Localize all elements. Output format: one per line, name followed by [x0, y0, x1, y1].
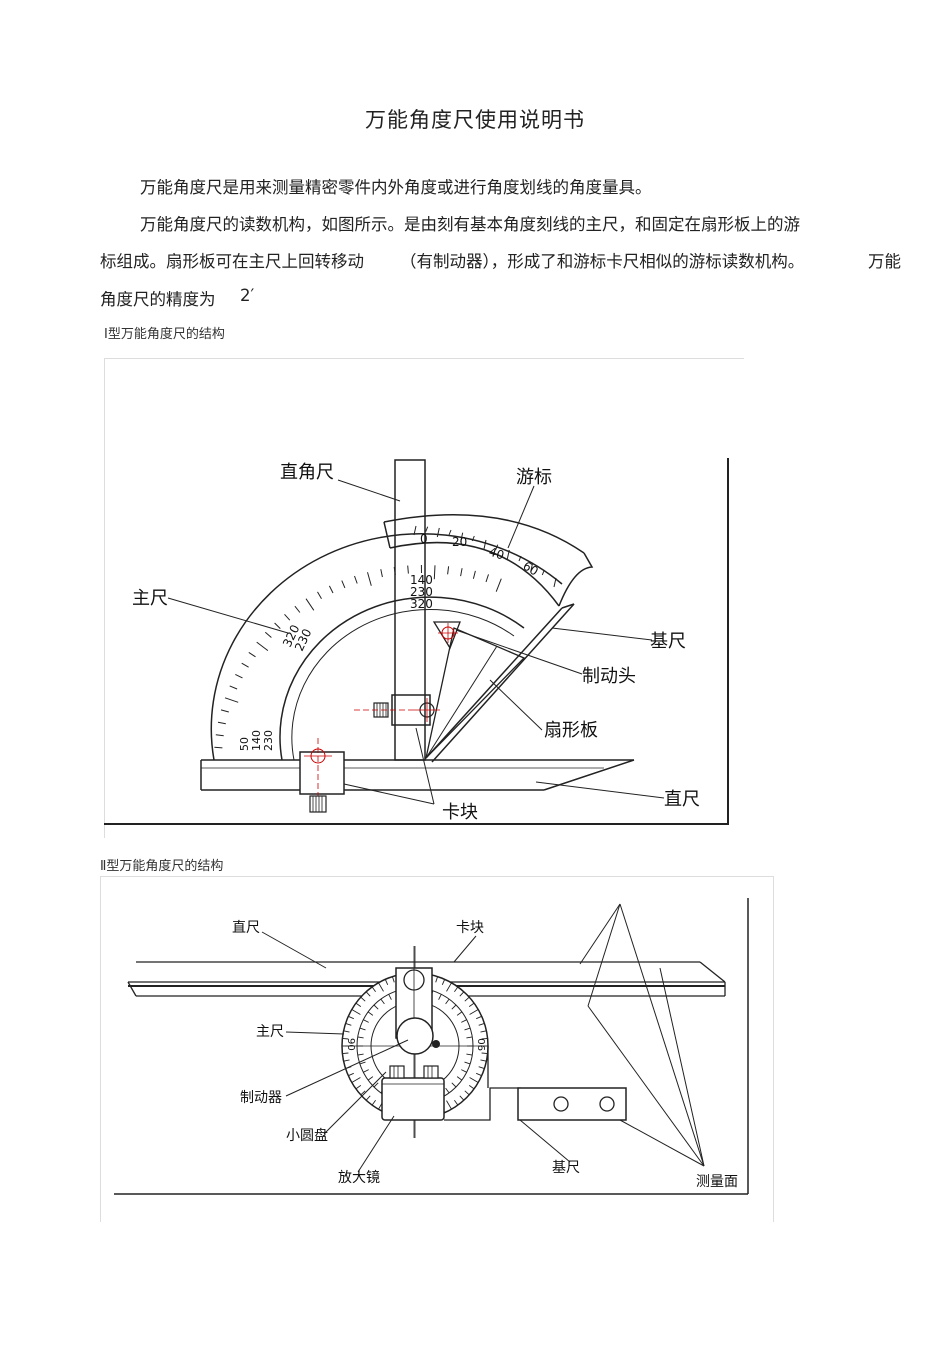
label-straight-ruler: 直尺: [664, 789, 700, 810]
label-right-angle-ruler: 直角尺: [280, 462, 334, 483]
figure2-caption: Ⅱ型万能角度尺的结构: [100, 859, 224, 874]
straight-ruler: [200, 759, 635, 791]
paragraph-mechanism-line2a: 标组成。扇形板可在主尺上回转移动: [100, 252, 364, 271]
document-title: 万能角度尺使用说明书: [365, 108, 585, 132]
paragraph-mechanism-line3a: 角度尺的精度为: [100, 290, 216, 309]
precision-value: 2′: [240, 286, 255, 305]
magnifier: [381, 1065, 445, 1121]
middle-clamp: [354, 694, 440, 726]
main-scale-number-320: 320: [410, 597, 433, 611]
main-scale-number-50: 50: [238, 737, 251, 751]
vernier-number-40: 40: [487, 545, 506, 563]
main-scale-arc: [210, 533, 563, 761]
sector-plate: [424, 627, 526, 761]
label-base-ruler: 基尺: [650, 631, 686, 652]
label-straight-ruler: 直尺: [232, 919, 260, 936]
label-base-ruler: 基尺: [552, 1159, 580, 1176]
main-scale-number-230-left: 230: [262, 730, 275, 751]
brake-head: [432, 621, 461, 650]
vernier-band: [383, 514, 594, 607]
label-clamp-block: 卡块: [456, 920, 484, 936]
label-brake-head: 制动头: [582, 666, 636, 687]
label-magnifier: 放大镜: [338, 1170, 380, 1186]
label-small-dial: 小圆盘: [286, 1127, 328, 1144]
brake: [396, 1017, 440, 1055]
figure1-diagram: 0 20 40 60 140 230 320 320 230 50 140 23…: [104, 358, 744, 838]
main-scale-number-140: 140: [410, 573, 433, 587]
label-sector-plate: 扇形板: [544, 720, 598, 741]
figure1-caption: Ⅰ型万能角度尺的结构: [104, 327, 225, 342]
dial-number-right: 90: [477, 1038, 488, 1051]
figure2-diagram: 90 90: [100, 876, 774, 1222]
paragraph-mechanism-line2b: （有制动器），形成了和游标卡尺相似的游标读数机构。: [400, 252, 805, 271]
main-scale-number-140-left: 140: [250, 730, 263, 751]
base-ruler: [425, 603, 575, 763]
label-brake: 制动器: [240, 1090, 282, 1106]
main-scale-number-230: 230: [410, 585, 433, 599]
dial-number-left: 90: [345, 1038, 356, 1051]
label-main-scale: 主尺: [256, 1024, 284, 1040]
base-ruler: [444, 1046, 627, 1121]
label-vernier: 游标: [516, 467, 552, 488]
label-measuring-surface: 测量面: [696, 1174, 738, 1190]
bottom-clamp: [299, 738, 345, 813]
label-main-scale: 主尺: [132, 588, 168, 609]
vernier-number-20: 20: [452, 535, 467, 549]
paragraph-intro: 万能角度尺是用来测量精密零件内外角度或进行角度划线的角度量具。: [140, 178, 652, 197]
paragraph-mechanism-line2c: 万能: [868, 252, 901, 271]
vernier-number-60: 60: [520, 559, 540, 579]
label-clamp-block: 卡块: [442, 802, 478, 823]
paragraph-mechanism-line1: 万能角度尺的读数机构，如图所示。是由刻有基本角度刻线的主尺，和固定在扇形板上的游: [140, 215, 800, 234]
vernier-number-0: 0: [420, 532, 428, 546]
